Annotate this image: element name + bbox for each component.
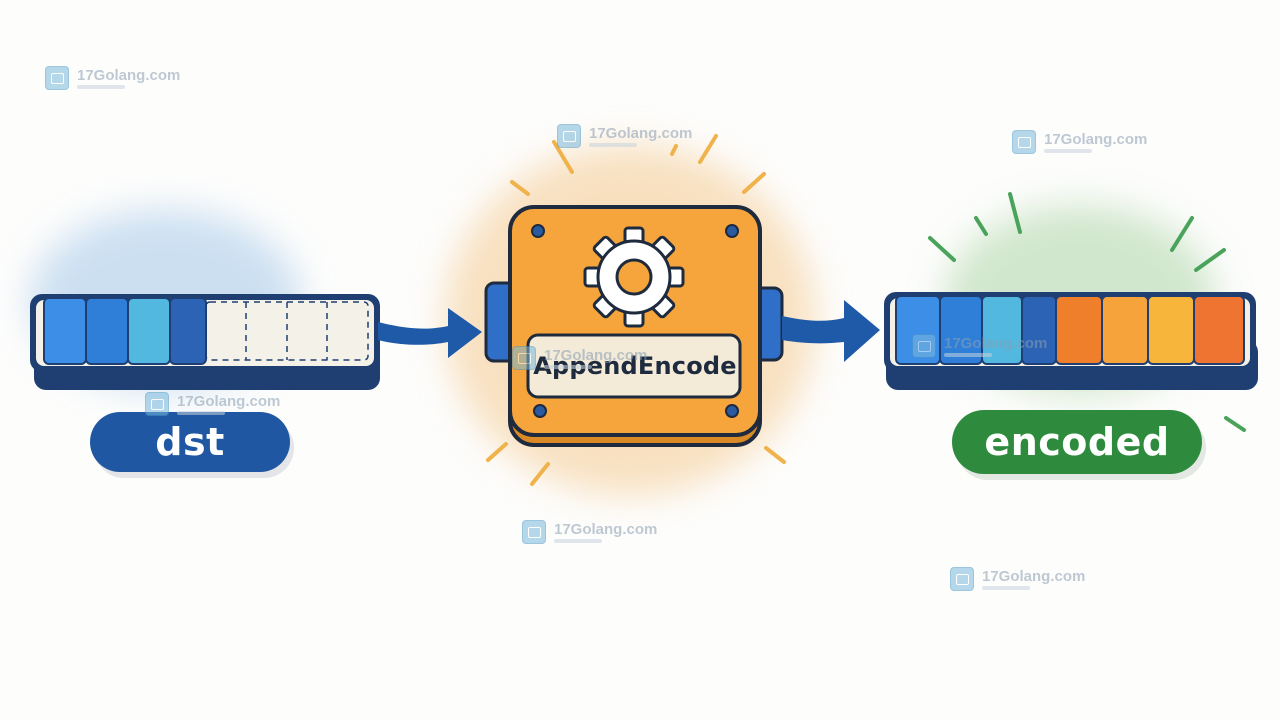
encoded-byte-2: [939, 295, 983, 365]
dst-buffer: [30, 294, 380, 390]
right-arrow-icon: [782, 300, 880, 362]
encoded-buffer: [884, 292, 1258, 390]
dst-byte-1: [43, 297, 87, 365]
append-encode-machine: [484, 134, 786, 486]
dst-spare-capacity: [205, 301, 369, 361]
encoded-byte-5: [1055, 295, 1103, 365]
append-encode-label: AppendEncode: [533, 352, 737, 380]
encoded-byte-8: [1193, 295, 1245, 365]
sparkle-lines: [928, 192, 1246, 432]
gear-icon: [583, 226, 685, 328]
dst-byte-4: [169, 297, 207, 365]
dst-label: dst: [90, 412, 290, 472]
encoded-byte-4: [1021, 295, 1057, 365]
encoded-byte-3: [981, 295, 1023, 365]
encoded-label: encoded: [952, 410, 1202, 474]
encoded-byte-1: [895, 295, 941, 365]
dst-byte-2: [85, 297, 129, 365]
encoded-byte-6: [1101, 295, 1149, 365]
right-arrow-icon: [378, 308, 482, 358]
dst-byte-3: [127, 297, 171, 365]
encoded-byte-7: [1147, 295, 1195, 365]
